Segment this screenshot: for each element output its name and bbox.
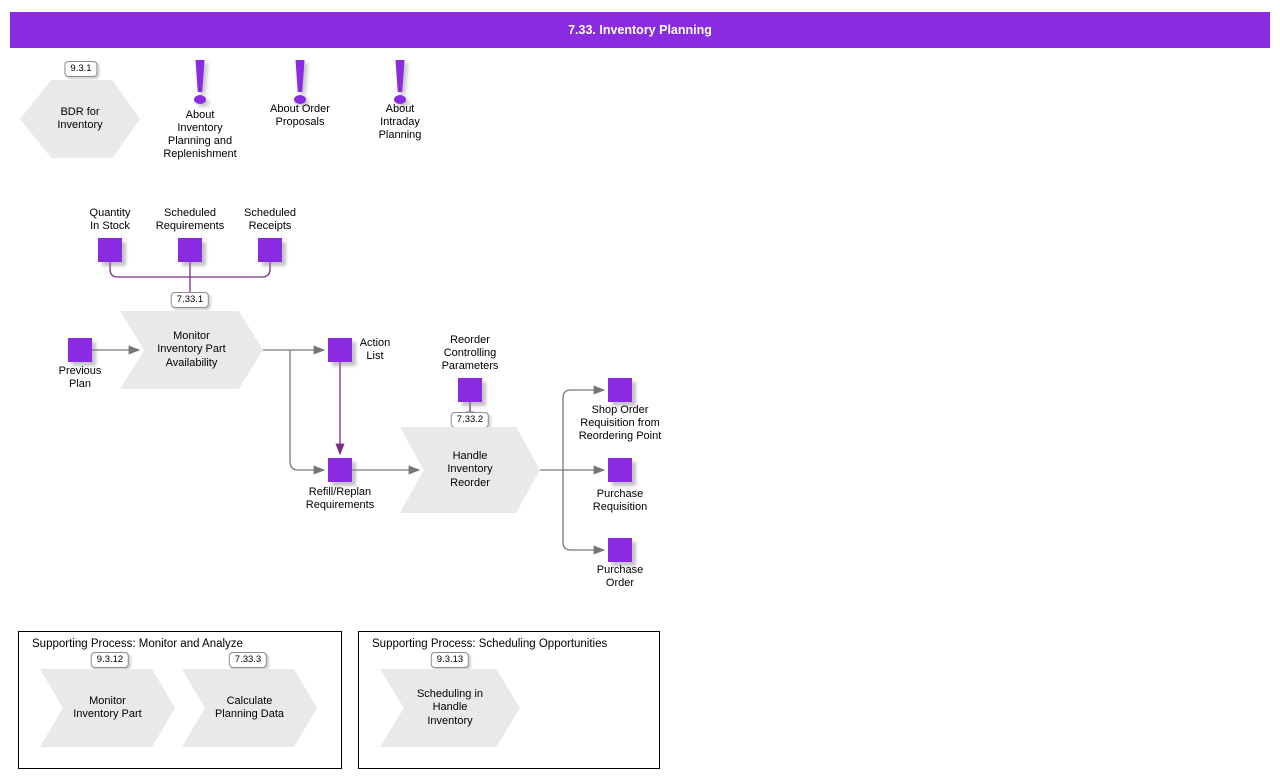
input-label: Quantity In Stock — [89, 207, 131, 232]
badge-scheduling-in-handle-inventory[interactable]: 9.3.13 — [430, 652, 470, 668]
process-label: BDR for Inventory — [57, 105, 103, 131]
doc-refill-replan-requirements[interactable] — [328, 458, 352, 482]
doc-scheduled-receipts[interactable] — [258, 238, 282, 262]
doc-label: Shop Order Requisition from Reordering P… — [578, 404, 662, 442]
input-label: Scheduled Receipts — [244, 207, 296, 232]
doc-quantity-in-stock[interactable] — [98, 238, 122, 262]
process-label: Monitor Inventory Part — [73, 694, 142, 720]
doc-purchase-order[interactable] — [608, 538, 632, 562]
badge-calculate-planning-data[interactable]: 7.33.3 — [228, 652, 268, 668]
doc-label: Previous Plan — [58, 365, 102, 390]
support-box-title: Supporting Process: Scheduling Opportuni… — [372, 638, 608, 650]
doc-action-list[interactable] — [328, 338, 352, 362]
doc-shop-order-requisition[interactable] — [608, 378, 632, 402]
page-title: 7.33. Inventory Planning — [568, 23, 712, 37]
info-label[interactable]: About Order Proposals — [270, 103, 330, 128]
badge-monitor[interactable]: 7.33.1 — [170, 292, 210, 308]
process-monitor-inventory-part[interactable]: Monitor Inventory Part — [40, 669, 175, 747]
info-label[interactable]: About Inventory Planning and Replenishme… — [163, 109, 237, 160]
process-label: Scheduling in Handle Inventory — [416, 688, 484, 727]
exclamation-dot — [394, 95, 406, 104]
doc-label: Reorder Controlling Parameters — [441, 334, 499, 372]
process-bdr-inventory[interactable]: BDR for Inventory — [20, 80, 140, 158]
info-icon-order-proposals[interactable] — [293, 60, 307, 104]
info-label[interactable]: About Intraday Planning — [378, 103, 422, 141]
process-label: Calculate Planning Data — [214, 694, 285, 720]
process-handle-inventory-reorder[interactable]: Handle Inventory Reorder — [400, 427, 540, 513]
exclamation-bar — [295, 60, 305, 92]
exclamation-bar — [195, 60, 205, 92]
exclamation-dot — [194, 95, 206, 104]
badge-bdr[interactable]: 9.3.1 — [64, 61, 98, 77]
info-icon-intraday-planning[interactable] — [393, 60, 407, 104]
doc-label: Action List — [359, 337, 391, 362]
doc-label: Refill/Replan Requirements — [305, 486, 375, 511]
support-box-title: Supporting Process: Monitor and Analyze — [32, 638, 243, 650]
badge-handle[interactable]: 7.33.2 — [450, 412, 490, 428]
doc-scheduled-requirements[interactable] — [178, 238, 202, 262]
process-calculate-planning-data[interactable]: Calculate Planning Data — [182, 669, 317, 747]
badge-monitor-inventory-part[interactable]: 9.3.12 — [90, 652, 130, 668]
process-label: Handle Inventory Reorder — [447, 450, 493, 489]
doc-previous-plan[interactable] — [68, 338, 92, 362]
info-icon-inventory-planning[interactable] — [193, 60, 207, 104]
doc-purchase-requisition[interactable] — [608, 458, 632, 482]
process-label: Monitor Inventory Part Availability — [157, 330, 226, 369]
doc-label: Purchase Requisition — [592, 488, 648, 513]
process-scheduling-in-handle-inventory[interactable]: Scheduling in Handle Inventory — [380, 669, 520, 747]
exclamation-dot — [294, 95, 306, 104]
doc-label: Purchase Order — [596, 564, 644, 589]
exclamation-bar — [395, 60, 405, 92]
title-bar: 7.33. Inventory Planning — [10, 12, 1270, 48]
input-label: Scheduled Requirements — [155, 207, 225, 232]
doc-reorder-controlling-parameters[interactable] — [458, 378, 482, 402]
process-monitor-inventory-part-availability[interactable]: Monitor Inventory Part Availability — [120, 311, 263, 389]
